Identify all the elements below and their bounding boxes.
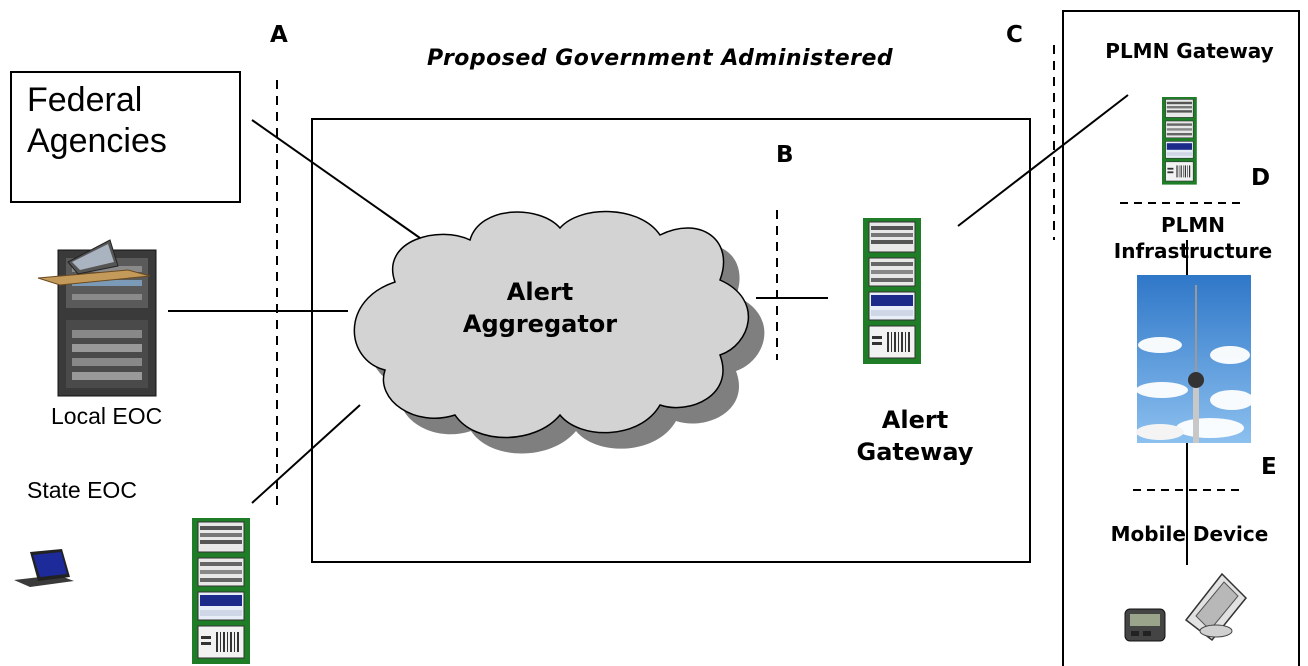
- diagram-title: Proposed Government Administered: [427, 46, 894, 71]
- local-eoc-workstation-icon: [37, 239, 157, 397]
- federal-line1: Federal: [27, 81, 143, 119]
- federal-line2: Agencies: [27, 122, 167, 160]
- federal-agencies-label: Federal Agencies: [27, 80, 167, 162]
- plmn-gateway-server-icon: [1161, 96, 1198, 185]
- local-eoc-label: Local EOC: [51, 403, 163, 429]
- plmn-infrastructure-label: PLMN Infrastructure: [1102, 212, 1284, 264]
- state-eoc-connector: [251, 404, 361, 504]
- interface-d-label: D: [1251, 165, 1271, 191]
- alert-aggregator-label: Alert Aggregator: [440, 276, 640, 340]
- plmn-tower-image: [1136, 275, 1254, 443]
- mobile-device-label: Mobile Device: [1110, 522, 1269, 546]
- plmn-infra-line2: Infrastructure: [1113, 239, 1273, 263]
- aggregator-line1: Alert: [506, 278, 574, 306]
- alert-aggregator-cloud: [353, 210, 750, 439]
- state-eoc-label: State EOC: [27, 477, 137, 503]
- gateway-line2: Gateway: [856, 438, 974, 466]
- alert-gateway-label: Alert Gateway: [835, 404, 995, 468]
- gateway-line1: Alert: [881, 406, 949, 434]
- state-eoc-server-icon: [191, 517, 251, 665]
- pager-icon: [1124, 608, 1166, 642]
- plmn-infra-line1: PLMN: [1160, 213, 1226, 237]
- alert-gateway-server-icon: [862, 217, 922, 365]
- federal-connector: [251, 119, 421, 239]
- cell-phone-icon: [1184, 572, 1248, 642]
- interface-c-label: C: [1006, 22, 1023, 48]
- aggregator-line2: Aggregator: [462, 310, 618, 338]
- interface-b-label: B: [776, 142, 794, 168]
- plmn-gateway-label: PLMN Gateway: [1105, 39, 1274, 63]
- interface-a-label: A: [270, 22, 288, 48]
- interface-e-label: E: [1261, 454, 1277, 480]
- state-eoc-laptop-icon: [14, 549, 74, 587]
- gateway-plmn-connector: [957, 94, 1129, 227]
- federal-agencies-box: [10, 71, 241, 203]
